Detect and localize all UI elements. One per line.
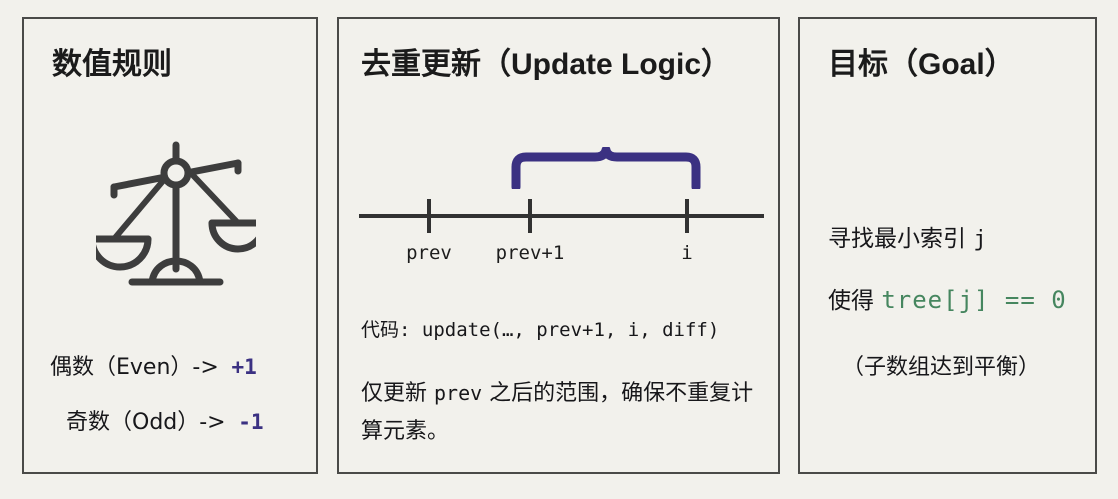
code-call-line: 代码: update(…, prev+1, i, diff): [361, 315, 719, 342]
rule-row-odd: 奇数（Odd）-> -1: [66, 404, 264, 436]
rule-even-label: 偶数（Even）->: [50, 355, 219, 380]
note-prefix: 仅更新: [361, 381, 434, 406]
card-title-update-logic: 去重更新（Update Logic）: [361, 48, 732, 81]
tick-i: [685, 199, 689, 233]
tick-prev: [427, 199, 431, 233]
tick-prev-plus-1: [528, 199, 532, 233]
goal-cond-prefix: 使得: [828, 288, 882, 314]
note-identifier: prev: [434, 381, 483, 405]
rule-row-even: 偶数（Even）-> +1: [50, 349, 257, 381]
rule-even-value: +1: [231, 355, 257, 379]
code-label: 代码:: [361, 319, 422, 341]
note-suffix: 之后的范围，确保不重复计算元素。: [361, 381, 754, 444]
goal-index-variable: j: [973, 227, 987, 252]
card-goal: 目标（Goal） 寻找最小索引 j 使得 tree[j] == 0 （子数组达到…: [798, 17, 1097, 474]
goal-find-prefix: 寻找最小索引: [828, 226, 974, 252]
tick-label-prev: prev: [406, 242, 452, 264]
code-call: update(…, prev+1, i, diff): [421, 319, 720, 341]
card-update-logic: 去重更新（Update Logic） prev prev+1 i 代码: upd…: [337, 17, 780, 474]
range-brace-icon: [511, 145, 701, 192]
goal-condition-code: tree[j] == 0: [881, 286, 1067, 314]
tick-label-prev-plus-1: prev+1: [495, 242, 565, 264]
balance-scale-icon: [88, 139, 268, 304]
card-title-numeric-rules: 数值规则: [52, 48, 172, 81]
number-line-diagram: prev prev+1 i: [339, 129, 782, 264]
axis-line: [359, 214, 764, 218]
goal-subnote: （子数组达到平衡）: [842, 355, 1041, 380]
update-note: 仅更新 prev 之后的范围，确保不重复计算元素。: [361, 374, 761, 451]
card-title-goal: 目标（Goal）: [828, 48, 1015, 81]
card-numeric-rules: 数值规则: [22, 17, 318, 474]
goal-condition-line: 使得 tree[j] == 0: [828, 281, 1067, 315]
rule-odd-value: -1: [238, 410, 264, 434]
goal-find-line: 寻找最小索引 j: [828, 219, 987, 253]
rule-odd-label: 奇数（Odd）->: [66, 410, 226, 435]
tick-label-i: i: [681, 242, 693, 264]
